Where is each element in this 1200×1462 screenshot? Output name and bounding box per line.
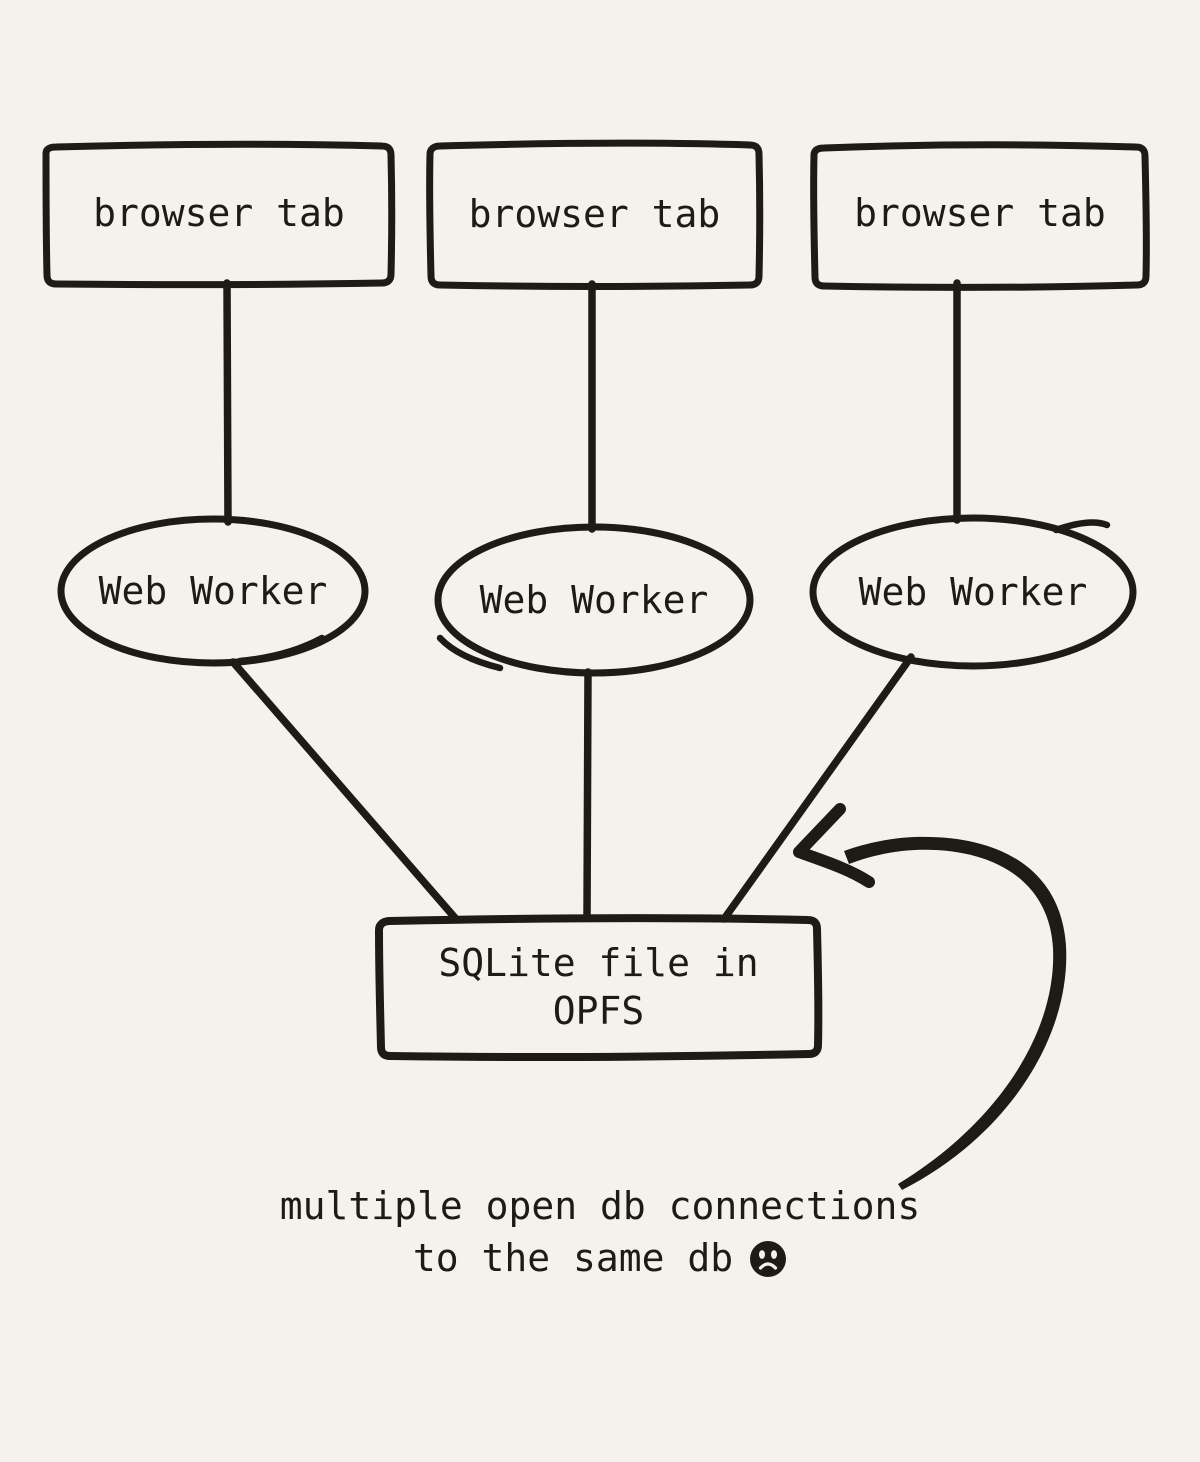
web-worker-3-ellipse-overlap-stroke (1052, 519, 1111, 534)
browser-tab-1-label: browser tab (93, 190, 345, 235)
caption-line-2-text: to the same db (412, 1236, 734, 1280)
browser-tab-2-label: browser tab (468, 192, 721, 236)
sqlite-label-line-2: OPFS (552, 989, 645, 1033)
web-worker-2-ellipse-overlap-stroke (436, 634, 504, 672)
browser-tab-1-box (42, 140, 396, 289)
browser-tab-2-box (426, 139, 764, 290)
caption-line-1: multiple open db connections (279, 1184, 921, 1228)
edge-browser-tab-1-web-worker-1 (223, 279, 232, 526)
browser-tab-3-box (810, 141, 1150, 291)
caption: multiple open db connections to the same… (0, 1180, 1200, 1284)
web-worker-2-ellipse (434, 523, 754, 677)
web-worker-1-ellipse (57, 515, 369, 667)
frowning-face-mouth (759, 1262, 778, 1270)
frowning-face-right-eye (771, 1250, 778, 1259)
frowning-face-left-eye (759, 1250, 766, 1259)
browser-tab-3-label: browser tab (854, 191, 1106, 235)
annotation-arrow-curve (844, 836, 1067, 1190)
sqlite-label: SQLite file in OPFS (377, 918, 820, 1056)
edge-web-worker-2-sqlite (583, 668, 592, 922)
edge-web-worker-1-sqlite (229, 658, 460, 923)
web-worker-2-label: Web Worker (479, 578, 709, 622)
frowning-face-icon (750, 1241, 787, 1277)
annotation-arrowhead (793, 803, 875, 888)
edge-web-worker-3-sqlite (720, 653, 915, 923)
sqlite-label-line-1: SQLite file in (438, 941, 759, 985)
sqlite-box (375, 914, 823, 1062)
web-worker-1-label: Web Worker (98, 569, 328, 613)
caption-line-2: to the same db (0, 1232, 1200, 1284)
web-worker-3-label: Web Worker (858, 570, 1088, 614)
web-worker-3-ellipse (809, 514, 1137, 670)
web-worker-1-ellipse-overlap-stroke (236, 634, 326, 665)
frowning-face-head (750, 1241, 787, 1277)
